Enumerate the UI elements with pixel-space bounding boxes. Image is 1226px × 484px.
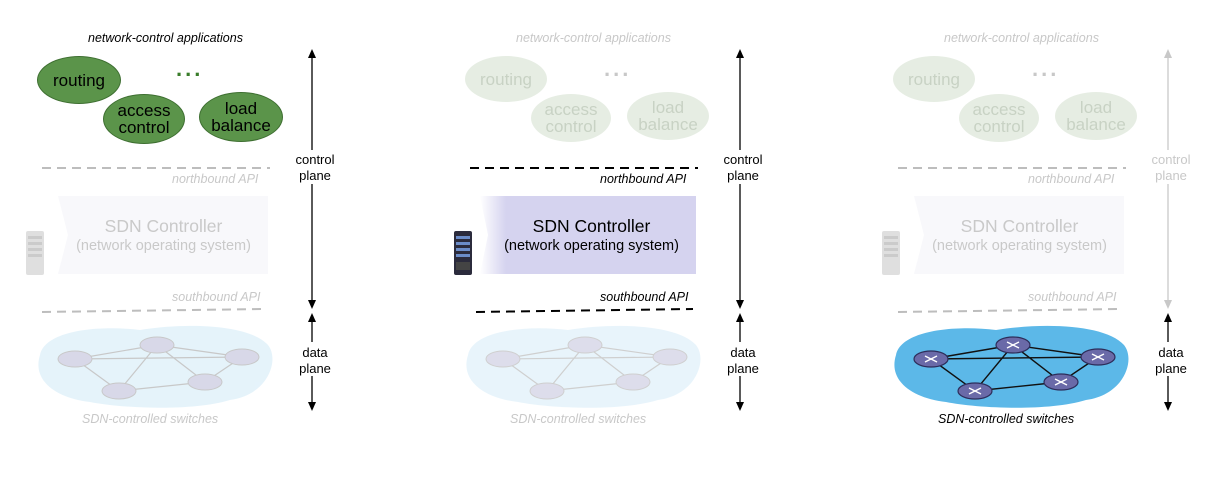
southbound-api-label: southbound API bbox=[600, 290, 689, 304]
server-icon bbox=[882, 231, 900, 275]
panel-1-graphics bbox=[26, 49, 316, 411]
controller-box bbox=[58, 196, 268, 274]
panel-switches-highlighted: network-control applications ... routing… bbox=[856, 0, 1226, 484]
switch-network bbox=[38, 325, 273, 408]
app-routing-label: routing bbox=[480, 69, 532, 89]
control-plane-arrow-bottom bbox=[1164, 300, 1172, 309]
controller-title: SDN Controller bbox=[532, 216, 651, 236]
switch-network bbox=[466, 325, 701, 408]
control-plane-arrow-top bbox=[736, 49, 744, 58]
switches-label: SDN-controlled switches bbox=[510, 412, 647, 426]
controller-subtitle: (network operating system) bbox=[504, 238, 679, 254]
controller-box bbox=[480, 196, 696, 274]
data-plane-arrow-top bbox=[308, 313, 316, 322]
southbound-api-label: southbound API bbox=[1028, 290, 1117, 304]
northbound-api-label: northbound API bbox=[600, 172, 687, 186]
southbound-line bbox=[475, 308, 694, 313]
app-routing[interactable]: routing bbox=[37, 56, 121, 104]
apps-title: network-control applications bbox=[944, 31, 1099, 45]
server-icon bbox=[454, 231, 472, 275]
southbound-api-label: southbound API bbox=[172, 290, 261, 304]
controller-title: SDN Controller bbox=[960, 216, 1079, 236]
control-plane-arrow-bottom bbox=[736, 300, 744, 309]
app-routing-label: routing bbox=[908, 69, 960, 89]
data-plane-arrow-bottom bbox=[308, 402, 316, 411]
southbound-line bbox=[897, 308, 1122, 313]
switches-label: SDN-controlled switches bbox=[82, 412, 219, 426]
controller-title: SDN Controller bbox=[104, 216, 223, 236]
app-routing-label: routing bbox=[53, 70, 105, 90]
more-apps-dots: ... bbox=[176, 56, 204, 81]
panel-2-graphics bbox=[454, 49, 744, 411]
controller-text: SDN Controller (network operating system… bbox=[914, 196, 1125, 274]
controller-subtitle: (network operating system) bbox=[76, 238, 251, 254]
panel-applications-highlighted: network-control applications ... routing… bbox=[0, 0, 430, 484]
controller-text: SDN Controller (network operating system… bbox=[58, 196, 269, 274]
panel-3-graphics bbox=[882, 49, 1172, 411]
switch-network bbox=[894, 325, 1129, 408]
switches-label: SDN-controlled switches bbox=[938, 412, 1075, 426]
control-plane-arrow-top bbox=[1164, 49, 1172, 58]
app-routing[interactable]: routing bbox=[465, 56, 547, 102]
apps-title: network-control applications bbox=[88, 31, 243, 45]
data-plane-arrow-top bbox=[1164, 313, 1172, 322]
app-routing[interactable]: routing bbox=[893, 56, 975, 102]
data-plane-arrow-bottom bbox=[1164, 402, 1172, 411]
server-icon bbox=[26, 231, 44, 275]
panel-controller-highlighted: network-control applications ... routing… bbox=[428, 0, 858, 484]
controller-subtitle: (network operating system) bbox=[932, 238, 1107, 254]
data-plane-arrow-top bbox=[736, 313, 744, 322]
apps-title: network-control applications bbox=[516, 31, 671, 45]
more-apps-dots: ... bbox=[1032, 56, 1060, 81]
northbound-api-label: northbound API bbox=[1028, 172, 1115, 186]
northbound-api-label: northbound API bbox=[172, 172, 259, 186]
control-plane-arrow-top bbox=[308, 49, 316, 58]
more-apps-dots: ... bbox=[604, 56, 632, 81]
data-plane-arrow-bottom bbox=[736, 402, 744, 411]
controller-box bbox=[914, 196, 1124, 274]
controller-text[interactable]: SDN Controller (network operating system… bbox=[486, 196, 697, 274]
control-plane-arrow-bottom bbox=[308, 300, 316, 309]
southbound-line bbox=[41, 308, 266, 313]
